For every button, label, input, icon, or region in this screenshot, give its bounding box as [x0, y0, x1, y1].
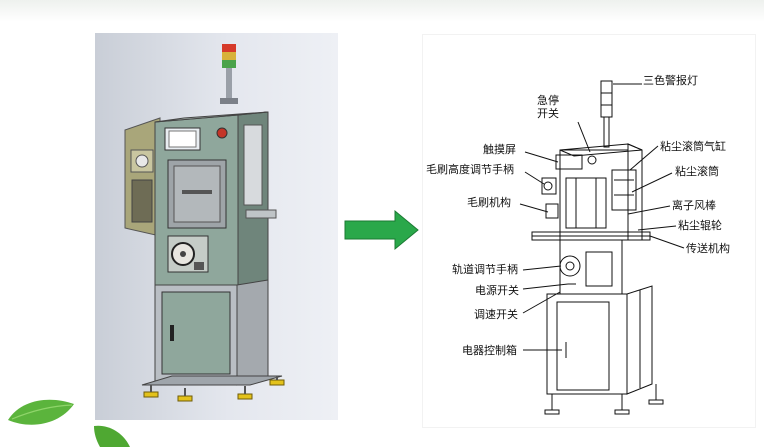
callout-dust-roller: 粘尘滚筒	[675, 165, 719, 178]
callout-ion-fan-bar: 离子风棒	[672, 199, 716, 212]
callout-speed-switch: 调速开关	[474, 308, 518, 321]
signal-tower-pole	[226, 44, 232, 102]
line-drawing-panel	[422, 34, 756, 428]
touch-screen-outline	[555, 154, 583, 170]
callout-three-color-light: 三色警报灯	[643, 74, 698, 87]
tower-yellow-light	[222, 52, 236, 60]
callout-emergency-stop: 急停 开关	[537, 94, 559, 120]
callout-touch-screen: 触摸屏	[483, 143, 516, 156]
top-band	[0, 0, 764, 22]
callout-electrical-box: 电器控制箱	[462, 344, 517, 357]
callout-dust-roller-cylinder: 粘尘滚筒气缸	[660, 140, 726, 153]
callout-track-adjust-handle: 轨道调节手柄	[452, 263, 518, 276]
callout-conveyor-mechanism: 传送机构	[686, 242, 730, 255]
tower-red-light	[222, 44, 236, 52]
callout-dust-sticky-wheel: 粘尘辊轮	[678, 219, 722, 232]
callout-power-switch: 电源开关	[475, 284, 519, 297]
emergency-stop-render	[216, 127, 228, 139]
cabinet-door-outline	[556, 301, 610, 391]
callout-emergency-stop-line2: 开关	[537, 107, 559, 120]
callout-brush-height-handle: 毛刷高度调节手柄	[426, 163, 514, 176]
tower-green-light	[222, 60, 236, 68]
callout-emergency-stop-line1: 急停	[537, 94, 559, 107]
callout-brush-mechanism: 毛刷机构	[467, 196, 511, 209]
